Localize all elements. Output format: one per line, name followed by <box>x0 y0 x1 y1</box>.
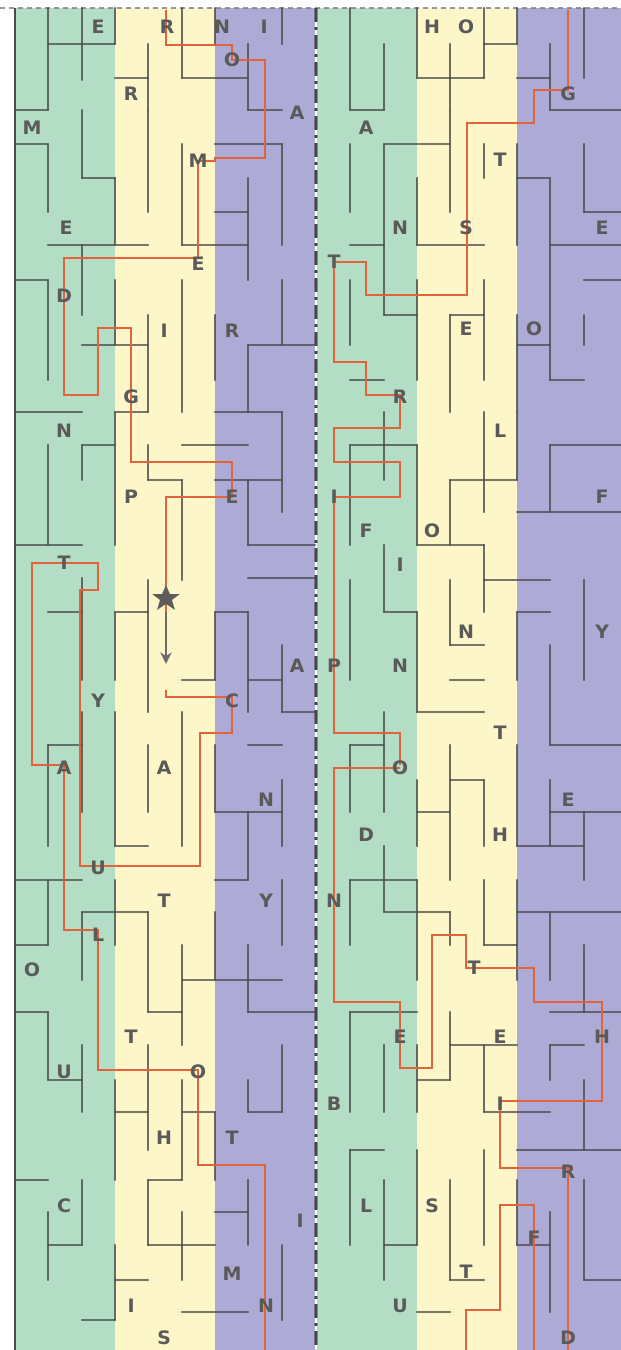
maze-letter: T <box>494 149 507 171</box>
maze-letter: E <box>494 1026 507 1048</box>
maze-letter: E <box>60 217 73 239</box>
maze-letter: L <box>360 1195 372 1217</box>
maze-letter: N <box>458 621 474 643</box>
maze-letter: R <box>124 83 139 105</box>
maze-letter: Y <box>258 890 273 912</box>
maze-letter: O <box>24 959 40 981</box>
maze-letter: O <box>392 757 408 779</box>
maze-letter: M <box>23 117 42 139</box>
right-purple-band <box>517 8 621 1350</box>
right-green-band <box>317 8 417 1350</box>
maze-letter: D <box>560 1327 576 1349</box>
maze-letter: H <box>492 824 508 846</box>
maze-letter: E <box>226 486 239 508</box>
maze-letter: O <box>526 318 542 340</box>
maze-letter: E <box>394 1026 407 1048</box>
maze-letter: O <box>424 520 440 542</box>
maze-letter: N <box>258 1295 274 1317</box>
maze-letter: A <box>359 117 374 139</box>
maze-letter: F <box>360 520 373 542</box>
maze-letter: I <box>160 320 167 342</box>
maze-letter: A <box>157 757 172 779</box>
maze-letter: A <box>290 102 305 124</box>
maze-letter: A <box>290 655 305 677</box>
solution-path-middle <box>31 562 266 1350</box>
maze-letter: E <box>92 16 105 38</box>
maze-letter: I <box>127 1295 134 1317</box>
maze-letter: H <box>594 1026 610 1048</box>
left-purple-band <box>215 8 315 1350</box>
maze-letter: P <box>327 655 341 677</box>
maze-letter: L <box>92 924 104 946</box>
maze-letter: I <box>330 486 337 508</box>
maze-letter: S <box>459 217 473 239</box>
solution-path-right-top <box>333 10 569 765</box>
maze-letter: E <box>460 318 473 340</box>
maze-letter: C <box>57 1195 71 1217</box>
maze-letter: D <box>358 824 374 846</box>
maze-letter: T <box>328 251 341 273</box>
maze-letter: N <box>258 789 274 811</box>
maze-letter: B <box>327 1093 341 1115</box>
star-icon <box>152 585 180 610</box>
maze-letter: P <box>124 486 138 508</box>
maze-letter: O <box>458 16 474 38</box>
maze-letter: O <box>190 1061 206 1083</box>
left-green-band <box>15 8 115 1350</box>
maze-letter: N <box>214 16 230 38</box>
maze-letter: T <box>125 1026 138 1048</box>
maze-letter: T <box>58 552 71 574</box>
maze-letter: T <box>226 1127 239 1149</box>
maze-letter: U <box>392 1295 407 1317</box>
maze-letter: R <box>225 320 240 342</box>
solution-path-right-bottom <box>333 767 603 1350</box>
maze-letter: N <box>392 655 408 677</box>
maze-letter: M <box>189 150 208 172</box>
maze-letter: E <box>596 217 609 239</box>
solution-path-right-tail <box>465 1204 535 1350</box>
maze-letter: U <box>90 857 105 879</box>
maze-letter: D <box>56 285 72 307</box>
maze-letter: S <box>425 1195 439 1217</box>
maze-letter: M <box>223 1263 242 1285</box>
maze-letter: F <box>528 1227 541 1249</box>
maze-letter: F <box>596 486 609 508</box>
maze-letter: Y <box>90 690 105 712</box>
column-bands <box>15 8 621 1350</box>
maze-letter: G <box>123 386 139 408</box>
maze-letter: H <box>424 16 440 38</box>
maze-letter: H <box>156 1127 172 1149</box>
maze-letter: I <box>260 16 267 38</box>
solution-path-upper <box>63 10 266 650</box>
solution-path <box>31 10 603 1350</box>
maze-letter: T <box>460 1261 473 1283</box>
maze-letter: C <box>225 690 239 712</box>
maze-letter: G <box>560 83 576 105</box>
maze-letter: A <box>57 757 72 779</box>
maze-letter: I <box>296 1210 303 1232</box>
maze-letter: I <box>396 554 403 576</box>
maze-letter: N <box>326 890 342 912</box>
maze-letter: R <box>160 16 175 38</box>
maze-letter: E <box>192 253 205 275</box>
maze-letter: O <box>224 49 240 71</box>
maze-letter: U <box>56 1061 71 1083</box>
maze-letter: N <box>392 217 408 239</box>
maze-letter: L <box>494 420 506 442</box>
maze-letter: R <box>393 386 408 408</box>
maze-letter: T <box>158 890 171 912</box>
maze-letter: T <box>494 722 507 744</box>
maze-letter: N <box>56 420 72 442</box>
maze-letter: I <box>496 1093 503 1115</box>
maze-letter: Y <box>594 621 609 643</box>
maze-letter: E <box>562 789 575 811</box>
arrow-down-icon <box>160 652 172 664</box>
maze-letter: T <box>468 957 481 979</box>
maze-letter: S <box>157 1327 171 1349</box>
maze-letter: R <box>561 1161 576 1183</box>
